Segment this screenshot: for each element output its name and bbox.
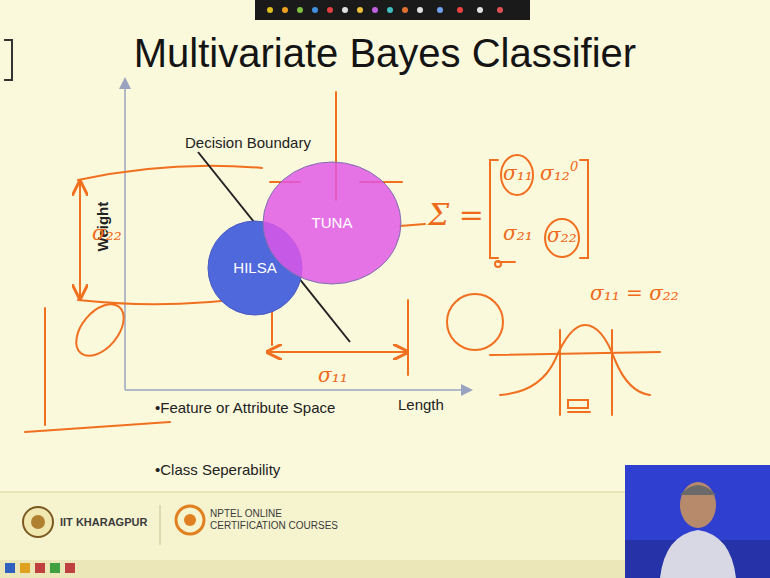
footer-text: NPTEL ONLINE CERTIFICATION COURSES (210, 508, 340, 531)
bullet-text: •Feature or Attribute Space (155, 399, 335, 416)
pen-note: σ₂₂ (547, 224, 577, 247)
pen-note: σ₁₁ (318, 364, 348, 387)
class-region: TUNA (262, 161, 402, 285)
pen-note: σ₁₁ (503, 162, 533, 185)
x-axis (125, 389, 470, 391)
bullet-text: •Class Seperability (155, 461, 280, 478)
footer-divider (160, 505, 161, 545)
pen-note: 0 (570, 160, 578, 175)
margin-bracket (4, 40, 12, 80)
pen-annotations (25, 92, 660, 432)
region-outline (263, 162, 401, 284)
speaker-video (625, 465, 770, 578)
pen-note: Σ = (428, 198, 484, 233)
nptel-logo (176, 506, 204, 534)
y-axis (124, 80, 126, 390)
slide-title: Multivariate Bayes Classifier (0, 30, 770, 76)
toolbar-icons (267, 7, 503, 13)
pen-note: σ₁₂ (540, 162, 570, 185)
boundary-label: Decision Boundary (185, 134, 311, 151)
region-label: TUNA (312, 215, 353, 232)
iit-logo (23, 507, 53, 537)
pen-note: σ₂₁ (503, 222, 533, 245)
pen-note: σ₂₂ (92, 222, 122, 245)
pen-note: σ₁₁ = σ₂₂ (590, 282, 679, 305)
bottom-icons (5, 563, 75, 573)
footer-text: IIT KHARAGPUR (60, 516, 147, 529)
region-label: HILSA (233, 260, 276, 277)
axis-label: Length (398, 396, 444, 413)
toolbar (255, 0, 530, 20)
